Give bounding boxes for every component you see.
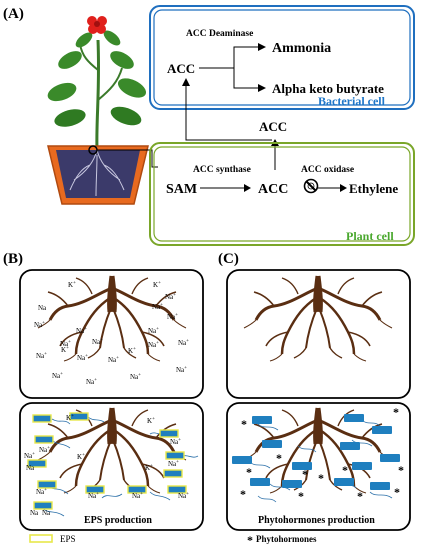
ethylene-label: Ethylene <box>349 181 398 196</box>
plant-acc: ACC <box>258 182 288 197</box>
acc-to-bacteria-arrow <box>185 80 272 141</box>
ion-na: Na <box>30 509 39 517</box>
panel-b-bottom-box <box>19 402 204 531</box>
ion-k: K+ <box>128 347 136 355</box>
ion-na: Na+ <box>77 354 88 362</box>
inhibition-icon <box>303 178 319 194</box>
ion-na: Na+ <box>176 366 187 374</box>
ion-k: K+ <box>66 414 74 422</box>
ion-na: Na+ <box>60 340 71 348</box>
plant-cell-box <box>149 142 415 246</box>
ion-na: Na+ <box>34 321 45 329</box>
phytohormone-stars: * * * * * * * * * * * * <box>240 405 404 503</box>
acc-deaminase-label: ACC Deaminase <box>186 29 253 39</box>
svg-text:*: * <box>357 489 363 503</box>
svg-text:*: * <box>398 463 404 477</box>
svg-text:*: * <box>393 405 399 419</box>
phytohormone-legend-star: * <box>247 533 253 547</box>
bacterial-acc: ACC <box>167 61 195 76</box>
bacterial-cell-box <box>149 5 415 110</box>
leaf <box>117 78 147 98</box>
svg-text:*: * <box>394 485 400 499</box>
phytohormone-legend-label: Phytohormones <box>256 534 317 544</box>
panel-b-top-box <box>19 269 204 399</box>
phytohormone-bacteria <box>232 414 400 503</box>
deaminase-arrow <box>199 46 265 89</box>
ion-k: K+ <box>147 417 155 425</box>
ion-labels: K+ K+ Na+ Na Na+ Na+ Na+ Na+ Na+ Na+ Na+… <box>34 281 189 386</box>
svg-text:*: * <box>302 467 308 481</box>
leaf <box>75 32 93 48</box>
ion-na: Na+ <box>132 492 143 500</box>
ion-na: Na+ <box>178 492 189 500</box>
ion-na: Na+ <box>76 327 87 335</box>
ion-k: K+ <box>77 453 85 461</box>
ion-na: Na <box>38 304 47 312</box>
ion-na: Na <box>26 464 35 472</box>
flower <box>87 16 107 34</box>
ion-na: Na+ <box>92 338 103 346</box>
root-system <box>38 408 186 493</box>
middle-acc: ACC <box>259 119 287 134</box>
svg-text:*: * <box>241 417 247 431</box>
ion-na: Na+ <box>178 339 189 347</box>
acc-synthase-label: ACC synthase <box>193 165 251 175</box>
ion-na: Na <box>42 509 51 517</box>
svg-text:*: * <box>318 471 324 485</box>
svg-text:*: * <box>276 451 282 465</box>
leaf <box>58 51 82 69</box>
root-system <box>244 276 392 361</box>
ion-na: Na+ <box>36 488 47 496</box>
alpha-keto-butyrate-label: Alpha keto butyrate <box>272 81 384 96</box>
ion-na: Na+ <box>170 438 181 446</box>
ion-na: Na+ <box>24 452 35 460</box>
phytohormones-production-label: Phytohormones production <box>258 515 375 526</box>
bacterial-cell-label: Bacterial cell <box>318 94 386 108</box>
leaf <box>110 51 134 69</box>
eps-bacteria <box>27 412 199 517</box>
ion-na: Na+ <box>108 356 119 364</box>
ion-na: Na+ <box>167 313 178 321</box>
ion-labels-eps: K+ K+ Na+ Na+ Na+ Na K+ K+ Na+ Na+ Na+ N… <box>24 414 189 517</box>
panel-c-bottom-box <box>226 402 411 531</box>
plant-cell-label: Plant cell <box>346 229 394 243</box>
panel-a-label: (A) <box>3 6 24 22</box>
ion-na: Na+ <box>152 303 163 311</box>
ion-na: Na+ <box>86 378 97 386</box>
ion-k: K+ <box>68 281 76 289</box>
leaf <box>103 30 121 46</box>
plant-illustration <box>47 16 158 205</box>
ion-na: Na+ <box>39 446 50 454</box>
eps-legend-label: EPS <box>60 534 76 544</box>
panel-c-label: (C) <box>218 251 239 267</box>
ion-na: Na+ <box>165 293 176 301</box>
svg-text:*: * <box>240 487 246 501</box>
plant-stem <box>95 39 101 151</box>
eps-legend-swatch <box>29 534 53 543</box>
ion-k: K+ <box>145 464 153 472</box>
svg-text:*: * <box>246 465 252 479</box>
ion-na: Na+ <box>36 352 47 360</box>
ion-k: K+ <box>153 281 161 289</box>
leaf <box>47 82 77 102</box>
ion-k: K+ <box>61 346 69 354</box>
ion-na: Na+ <box>52 372 63 380</box>
ion-na: Na+ <box>148 341 159 349</box>
panel-c-top-box <box>226 269 411 399</box>
ion-na: Na+ <box>148 327 159 335</box>
ion-na: Na+ <box>130 373 141 381</box>
eps-production-label: EPS production <box>84 515 152 526</box>
acc-oxidase-label: ACC oxidase <box>301 165 354 175</box>
svg-text:*: * <box>342 463 348 477</box>
leaf <box>54 109 86 127</box>
panel-b-label: (B) <box>3 251 23 267</box>
ion-na: Na+ <box>88 492 99 500</box>
svg-text:*: * <box>298 489 304 503</box>
sam-label: SAM <box>166 182 197 197</box>
leaf <box>110 106 142 126</box>
ammonia-label: Ammonia <box>272 41 331 56</box>
ion-na: Na+ <box>168 460 179 468</box>
